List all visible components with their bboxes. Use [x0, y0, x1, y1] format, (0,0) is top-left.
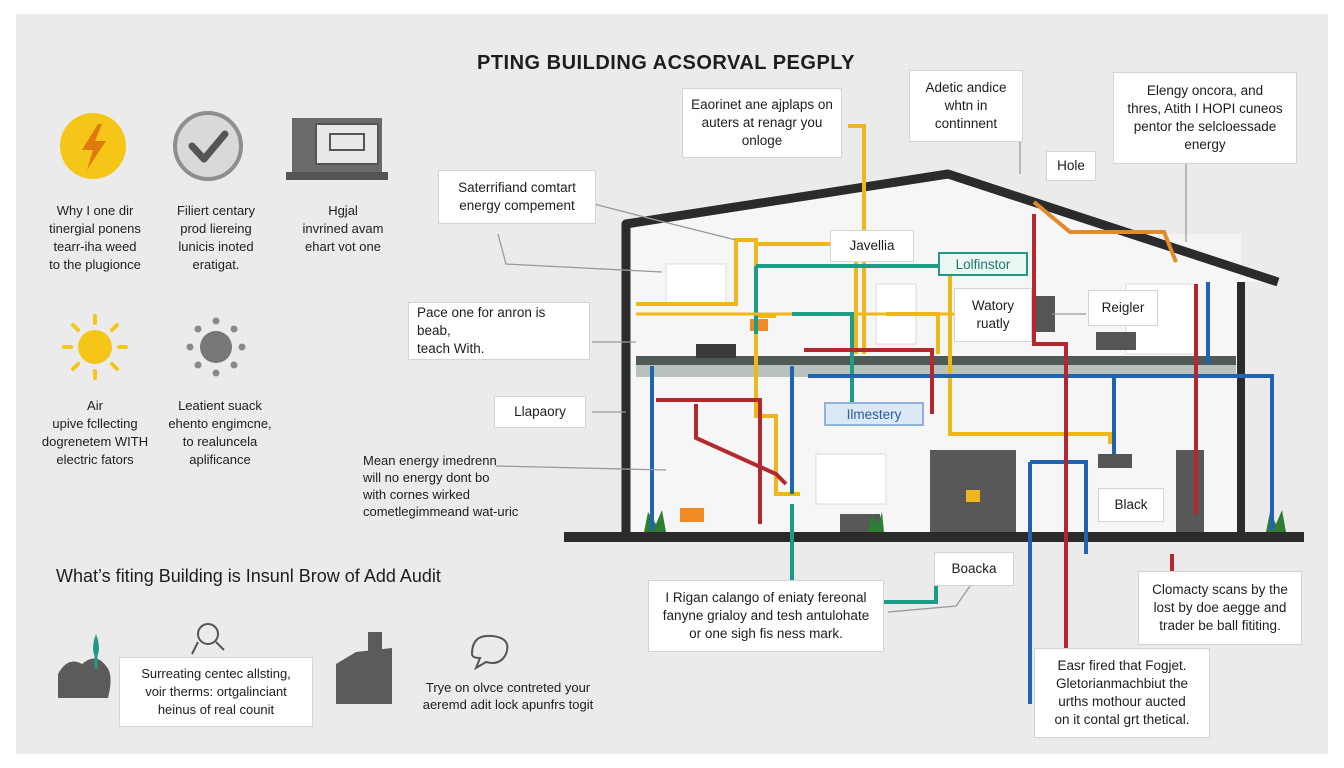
legend-text-lightning: Why I one dir tinergial ponens tearr-iha…	[38, 202, 152, 274]
label-watory: Watory ruatly	[954, 288, 1032, 342]
label-reigler: Reigler	[1088, 290, 1158, 326]
callout-top-center: Eaorinet ane ajplaps on auters at renagr…	[682, 88, 842, 158]
label-lolfinstor: Lolfinstor	[938, 252, 1028, 276]
bottom-item-hand-text: Surreating centec allsting, voir therms:…	[119, 657, 313, 727]
lightning-icon	[60, 113, 126, 179]
label-llapaory: Llapaory	[494, 396, 586, 428]
legend-text-gear: Leatient suack ehento engimcne, to realu…	[158, 397, 282, 469]
sun-icon	[62, 314, 128, 380]
leader-lines	[495, 104, 1187, 613]
label-black: Black	[1098, 488, 1164, 522]
speech-bubble-icon	[470, 634, 509, 671]
hand-icon	[191, 623, 225, 655]
callout-bottom-far: Easr fired that Fogjet. Gletorianmachbiu…	[1034, 648, 1210, 738]
callout-bottom-center: I Rigan calango of eniaty fereonal fanyn…	[648, 580, 884, 652]
callout-left-top: Saterrifiand comtart energy compement	[438, 170, 596, 224]
legend-text: Filiert centary prod liereing lunicis in…	[176, 203, 256, 272]
bottom-item-bubble-text: Trye on olvce contreted your aeremd adit…	[422, 680, 594, 712]
callout-top-right-mid: Adetic andice whtn in continnent	[909, 70, 1023, 142]
legend-text: Air upive fcllecting dogrenetem WITH ele…	[41, 398, 149, 467]
legend-text-checkmark: Filiert centary prod liereing lunicis in…	[154, 202, 278, 274]
gear-icon	[186, 317, 246, 377]
legend-text-sun: Air upive fcllecting dogrenetem WITH ele…	[28, 397, 162, 469]
monitor-icon	[286, 118, 388, 180]
factory-icon	[336, 632, 392, 704]
callout-left-mid: Pace one for anron is beab, teach With.	[408, 302, 590, 360]
diagram-title: PTING BUILDING ACSORVAL PEGPLY	[476, 52, 856, 74]
legend-text: Hgjal invrined avam ehart vot one	[302, 203, 384, 254]
callout-bottom-right: Clomacty scans by the lost by doe aegge …	[1138, 571, 1302, 645]
energy-lines	[636, 124, 1274, 704]
callout-hole: Hole	[1046, 151, 1096, 181]
label-boacka: Boacka	[934, 552, 1014, 586]
plant-cloud-icon	[58, 634, 111, 698]
section-subtitle: What’s fiting Building is Insunl Brow of…	[56, 566, 441, 586]
legend-text: Why I one dir tinergial ponens tearr-iha…	[49, 203, 141, 272]
callout-left-lower: Mean energy imedrenn will no energy dont…	[363, 453, 519, 519]
legend-text: Leatient suack ehento engimcne, to realu…	[168, 398, 272, 467]
label-ilmestery: Ilmestery	[824, 402, 924, 426]
label-javellia: Javellia	[830, 230, 914, 262]
checkmark-icon	[173, 111, 243, 181]
legend-text-monitor: Hgjal invrined avam ehart vot one	[278, 202, 408, 256]
callout-top-right: Elengy oncora, and thres, Atith I HOPI c…	[1113, 72, 1297, 164]
diagram-canvas: PTING BUILDING ACSORVAL PEGPLY	[16, 14, 1328, 754]
building-diagram	[58, 104, 1304, 704]
